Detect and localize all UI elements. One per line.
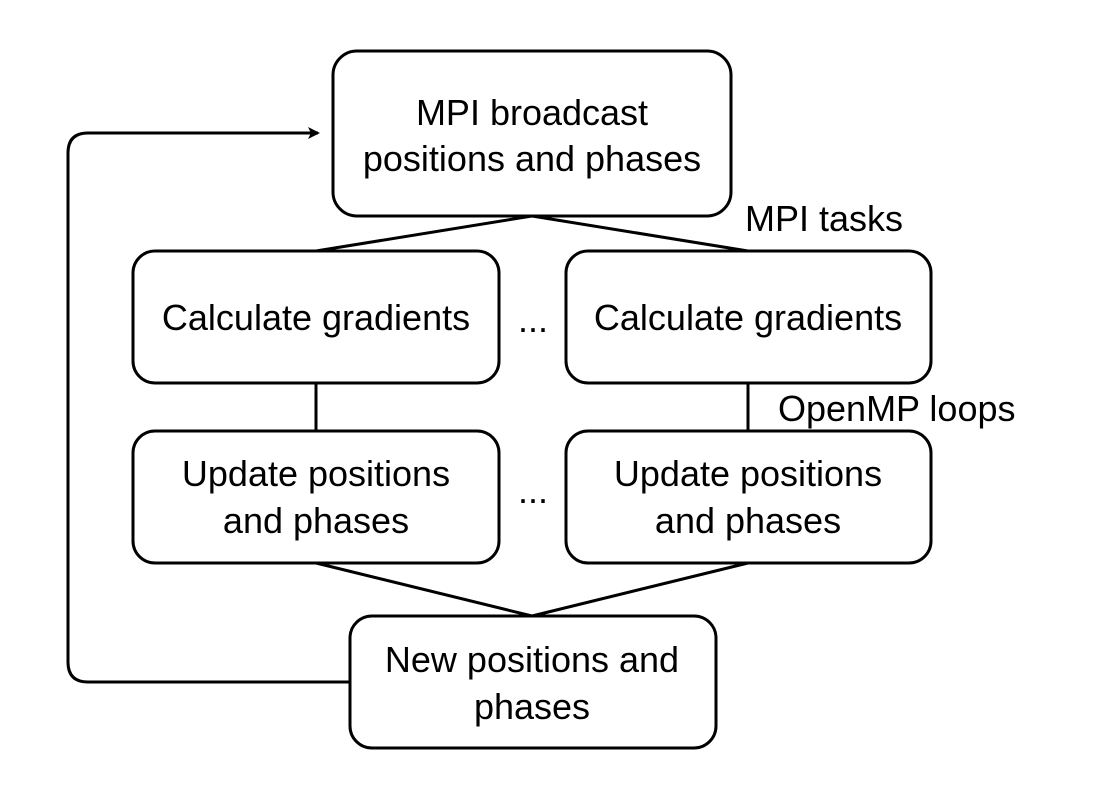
node-mpi-broadcast: MPI broadcast positions and phases xyxy=(331,49,733,218)
node-calc-gradients-right: Calculate gradients xyxy=(564,249,933,385)
edge-feedback-loop xyxy=(66,127,350,684)
edge-broadcast-to-calc-right xyxy=(531,214,749,253)
ellipsis-update: ... xyxy=(518,470,548,511)
node-update-left-line1: Update positions xyxy=(182,453,450,494)
node-update-left: Update positions and phases xyxy=(131,429,501,565)
node-calc-gradients-left-text: Calculate gradients xyxy=(162,297,470,338)
node-update-right-line2: and phases xyxy=(655,500,841,541)
node-new-positions: New positions and phases xyxy=(348,614,718,750)
node-mpi-broadcast-line2: positions and phases xyxy=(363,138,701,179)
node-new-positions-line1: New positions and xyxy=(385,639,679,680)
edge-update-right-to-new xyxy=(531,561,749,618)
edge-broadcast-to-calc-left xyxy=(315,214,533,253)
node-calc-gradients-right-text: Calculate gradients xyxy=(594,297,902,338)
label-openmp-loops: OpenMP loops xyxy=(778,388,1015,429)
ellipsis-calc: ... xyxy=(518,299,548,340)
edge-update-left-to-new xyxy=(315,561,533,618)
node-update-left-line2: and phases xyxy=(223,500,409,541)
node-new-positions-line2: phases xyxy=(474,686,590,727)
label-mpi-tasks: MPI tasks xyxy=(745,198,903,239)
node-update-right: Update positions and phases xyxy=(564,429,933,565)
node-calc-gradients-left: Calculate gradients xyxy=(131,249,501,385)
node-update-right-line1: Update positions xyxy=(614,453,882,494)
node-mpi-broadcast-line1: MPI broadcast xyxy=(416,92,648,133)
